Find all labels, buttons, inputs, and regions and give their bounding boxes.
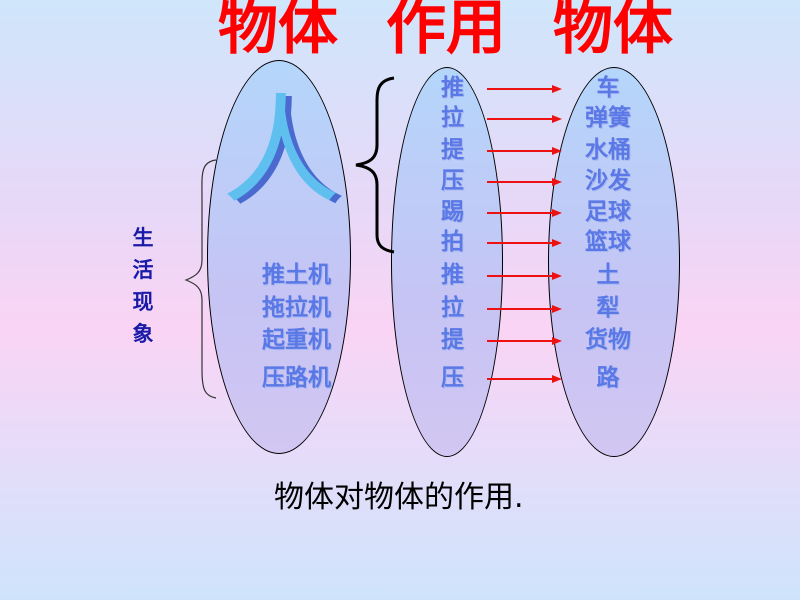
action-item: 提 [441,327,464,353]
arrow-head [552,337,562,345]
arrow-head [552,115,562,123]
action-item: 压 [441,365,464,391]
side-char: 生 [132,226,154,250]
arrow-head [552,305,562,313]
caption: 物体对物体的作用. [274,480,524,515]
arrow-head [552,147,562,155]
machine-item: 推土机 [262,262,331,288]
action-item: 推 [441,262,464,288]
person-wordart: 人 [222,82,341,220]
target-item: 沙发 [585,168,631,194]
target-item: 路 [596,365,620,391]
side-char: 现 [132,290,154,314]
target-item: 犁 [596,295,620,321]
action-ellipse [391,67,503,457]
arrow-head [552,272,562,280]
object-ellipse-right [548,67,680,457]
action-item: 拍 [441,229,464,255]
side-char: 活 [132,258,154,282]
side-char: 象 [132,322,154,346]
side-label: 生 活 现 象 [131,222,155,350]
action-item: 压 [441,168,464,194]
action-item: 拉 [441,105,464,131]
action-item: 推 [441,75,464,101]
target-item: 土 [596,262,620,288]
action-item: 拉 [441,295,464,321]
arrow-head [552,178,562,186]
machine-item: 起重机 [262,327,331,353]
heading-action: 作用 [386,0,506,63]
curly-brace [355,76,395,254]
action-item: 踢 [441,199,464,225]
arrow-head [552,239,562,247]
machine-item: 拖拉机 [262,295,331,321]
arrow-head [552,209,562,217]
object-ellipse-left [207,60,351,454]
target-item: 足球 [585,199,631,225]
arrow-head [552,85,562,93]
target-item: 车 [596,75,620,101]
heading-object-right: 物体 [553,0,673,63]
action-item: 提 [441,137,464,163]
target-item: 弹簧 [585,105,631,131]
heading-object-left: 物体 [218,0,338,63]
arrow-head [552,375,562,383]
machine-item: 压路机 [262,365,331,391]
target-item: 篮球 [585,229,631,255]
left-brace [184,159,217,399]
target-item: 货物 [585,327,631,353]
target-item: 水桶 [585,137,631,163]
